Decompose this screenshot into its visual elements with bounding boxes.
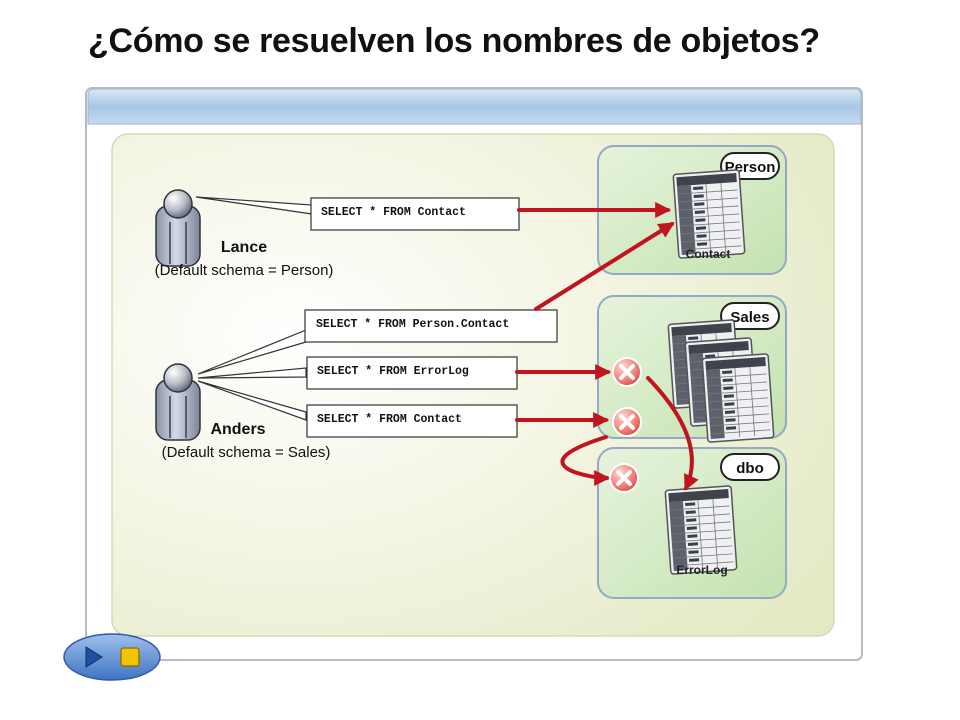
arrow-fallback-dbo-errorlog [646, 376, 699, 491]
query-callout-3: SELECT * FROM ErrorLog [306, 356, 518, 390]
schema-badge-dbo: dbo [720, 453, 780, 481]
user-name-lance: Lance [221, 239, 267, 256]
query-callout-4: SELECT * FROM Contact [306, 404, 518, 438]
play-button-icon [85, 646, 103, 668]
query-text: SELECT * FROM ErrorLog [317, 365, 469, 378]
fail-x-icon [611, 356, 643, 388]
fail-x-icon [608, 462, 640, 494]
stop-button-icon [120, 647, 140, 667]
schema-badge-sales: Sales [720, 302, 780, 330]
play-button[interactable] [85, 646, 103, 668]
arrow-fallback-dbo-contact [560, 435, 611, 486]
query-text: SELECT * FROM Contact [321, 206, 466, 219]
user-schema-anders: (Default schema = Sales) [162, 444, 331, 461]
schema-name-sales: Sales [730, 309, 769, 326]
resolution-arrows [515, 202, 699, 491]
table-icon [664, 485, 738, 575]
query-callout-2: SELECT * FROM Person.Contact [304, 309, 558, 343]
stop-button[interactable] [120, 647, 140, 667]
schema-name-dbo: dbo [736, 460, 764, 477]
query-text: SELECT * FROM Contact [317, 413, 462, 426]
user-name-anders: Anders [210, 421, 265, 438]
table-icon [701, 353, 775, 443]
table-label-errorlog: ErrorLog [676, 563, 727, 577]
user-schema-lance: (Default schema = Person) [155, 262, 334, 279]
fail-x-icon [611, 406, 643, 438]
query-text: SELECT * FROM Person.Contact [316, 318, 509, 331]
nav-control [63, 633, 161, 681]
callout-pointers [195, 196, 313, 421]
arrow-person-contact [534, 222, 675, 311]
table-icon [672, 169, 746, 259]
query-callout-1: SELECT * FROM Contact [310, 197, 520, 231]
table-label-contact: Contact [686, 247, 731, 261]
page-title: ¿Cómo se resuelven los nombres de objeto… [88, 22, 820, 60]
